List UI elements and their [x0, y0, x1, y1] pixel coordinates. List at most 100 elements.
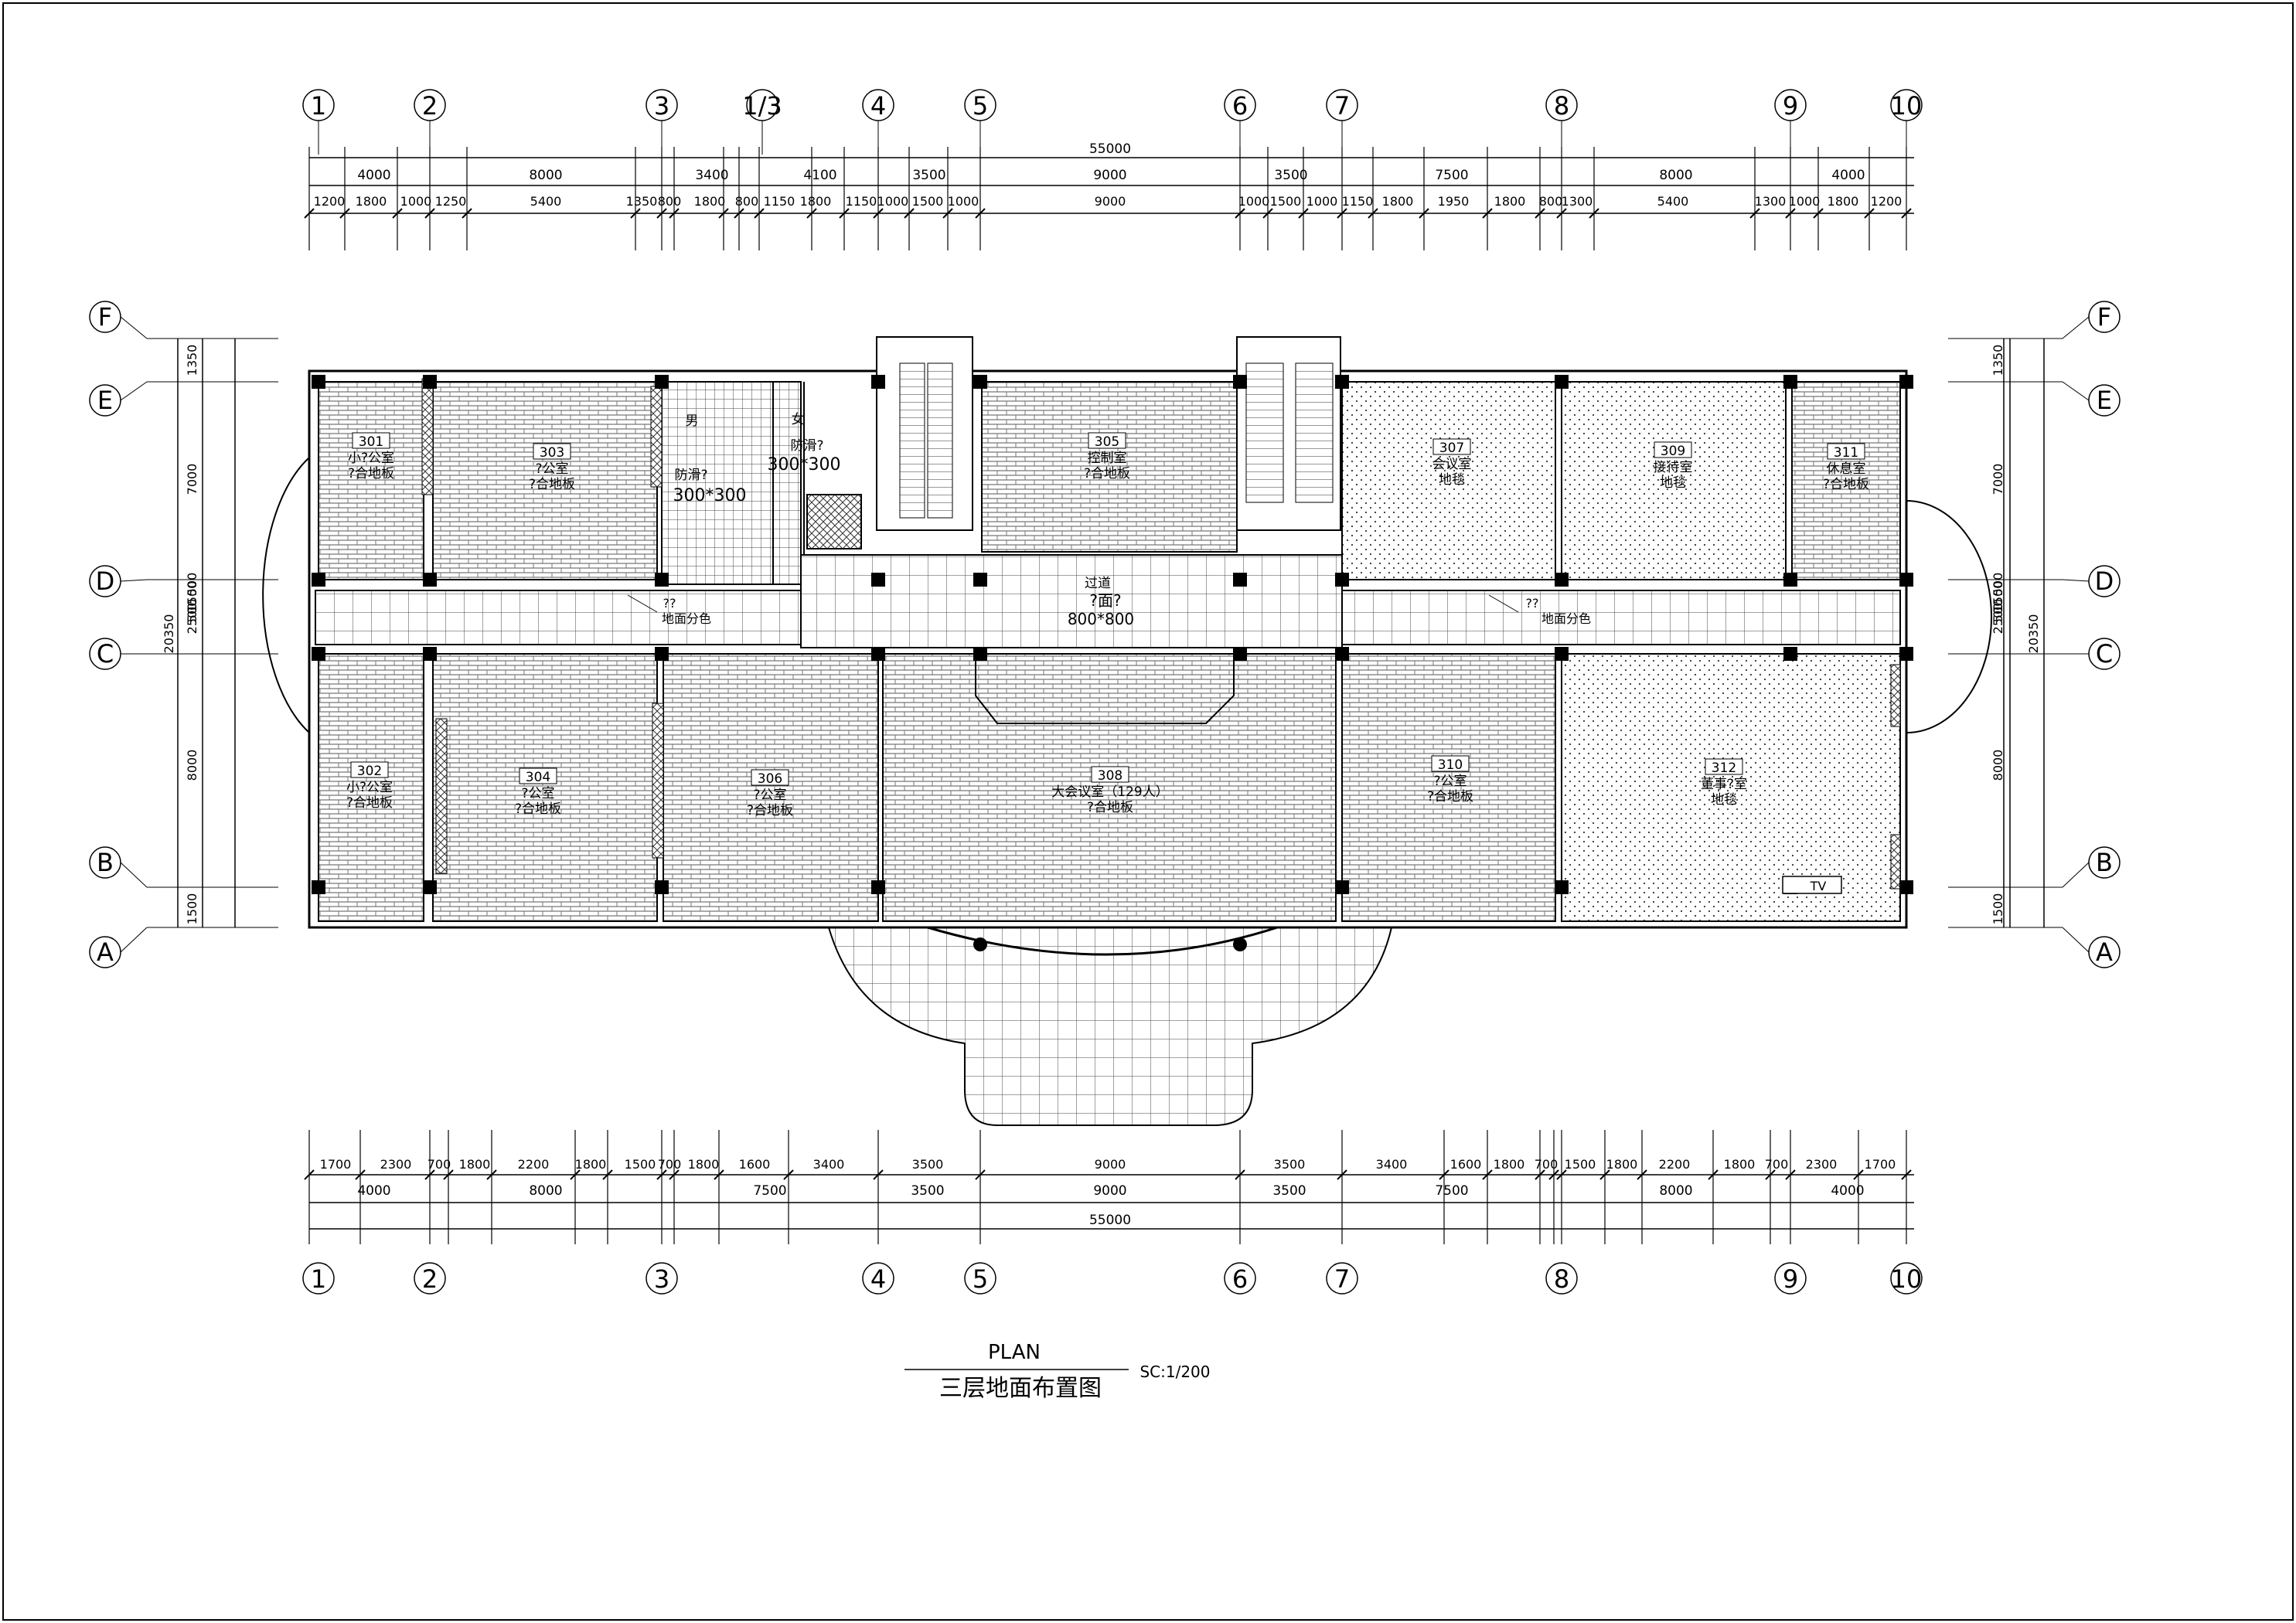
room-name: 小?公室	[346, 780, 393, 795]
axis-label-top: 8	[1554, 91, 1569, 121]
bottom-dim-tick-mark	[1785, 1169, 1796, 1180]
top-subdim-21: 1800	[1382, 194, 1414, 209]
toilet-male-label: 男	[686, 413, 699, 429]
bottom-dim-15: 3400	[1376, 1157, 1408, 1172]
top-subdim-23: 1800	[1494, 194, 1526, 209]
axis-label-left: B	[97, 848, 114, 877]
round-column	[973, 937, 987, 951]
room-name: ?公室	[521, 786, 554, 801]
toilet-male-tile: 300*300	[673, 486, 747, 505]
axis-bubble-bottom-5: 5	[964, 1262, 996, 1295]
right-side-dim-8: 1500	[1991, 893, 2005, 925]
top-subdim-5: 5400	[530, 194, 562, 209]
room-number: 312	[1712, 760, 1736, 776]
top-subdim-8: 1800	[694, 194, 726, 209]
top-dim-tick-mark	[1901, 208, 1912, 219]
room-floor: ?合地板	[1823, 477, 1869, 492]
axis-label-top: 4	[870, 91, 886, 121]
title-block: PLAN SC:1/200 三层地面布置图	[904, 1341, 1211, 1402]
corridor-name: 过道	[1085, 576, 1111, 591]
column	[1555, 573, 1569, 587]
left-side-dim-3: 500	[185, 573, 199, 597]
room-floor: ?合地板	[346, 795, 393, 811]
left-end-arc	[262, 457, 310, 733]
bottom-dim-tick-mark	[1439, 1169, 1449, 1180]
toilet-floor	[661, 381, 802, 585]
top-subdim-26: 5400	[1657, 194, 1689, 209]
left-side-dim-6: 2500	[185, 603, 199, 635]
bottom-dim-21: 2200	[1659, 1157, 1691, 1172]
axis-label-right: D	[2095, 567, 2114, 596]
bottom-dim-11: 3400	[813, 1157, 845, 1172]
right-end-arc	[1906, 500, 1992, 733]
room-number: 307	[1439, 441, 1464, 456]
right-side-dim-3: 500	[1991, 573, 2005, 597]
bottom-dim-tick-mark	[424, 1169, 435, 1180]
elevator-shaft	[806, 494, 862, 550]
axis-label-bottom: 7	[1334, 1264, 1350, 1294]
column	[973, 375, 987, 389]
bottom-dim-23: 700	[1765, 1157, 1789, 1172]
axis-bubble-top-0: 1	[302, 89, 335, 155]
room-name: 大会议室（129人）	[1051, 784, 1168, 800]
top-subdim-7: 800	[658, 194, 682, 209]
room-label-303: 303?公室?合地板	[529, 443, 575, 492]
column	[655, 375, 669, 389]
left-side-dim-5: 500	[185, 599, 199, 623]
top-dim-tick-mark	[1589, 208, 1599, 219]
bottom-dim-9: 1800	[688, 1157, 720, 1172]
top-subdim-13: 1000	[877, 194, 909, 209]
top-dim-tick-mark	[754, 208, 765, 219]
bottom-subdim-1: 4000	[357, 1183, 390, 1199]
top-dim-tick-mark	[1749, 208, 1760, 219]
top-subdim-18: 1500	[1270, 194, 1302, 209]
axis-bubble-left-C: C	[89, 638, 278, 670]
bottom-dim-tick-mark	[1637, 1169, 1647, 1180]
top-dim-tick-mark	[718, 208, 729, 219]
bottom-dim-8: 700	[658, 1157, 682, 1172]
axis-bubble-top-1: 2	[414, 89, 446, 155]
axis-bubble-top-5: 5	[964, 89, 996, 155]
bottom-dim-tick-mark	[1853, 1169, 1864, 1180]
bottom-dim-6: 1800	[575, 1157, 607, 1172]
axis-label-bottom: 2	[422, 1264, 438, 1294]
right-side-dim-4: 1500	[1991, 581, 2005, 613]
axis-bubble-left-B: B	[89, 846, 278, 888]
column	[312, 375, 325, 389]
left-side-dim-4: 1500	[185, 581, 199, 613]
axis-label-bottom: 1	[311, 1264, 326, 1294]
top-subdim-27: 1300	[1755, 194, 1787, 209]
column	[1899, 880, 1913, 894]
bottom-dim-16: 1600	[1450, 1157, 1482, 1172]
top-dim-tick-mark	[1482, 208, 1493, 219]
axis-label-top: 7	[1334, 91, 1350, 121]
room-floor: ?合地板	[348, 466, 394, 481]
top-dim-9: 8000	[1659, 168, 1692, 183]
top-dim-tick-mark	[1813, 208, 1824, 219]
toilet-female-floor-label: 防滑?	[790, 438, 823, 454]
bottom-dim-10: 1600	[739, 1157, 771, 1172]
top-subdim-19: 1000	[1306, 194, 1338, 209]
column	[1335, 573, 1349, 587]
room-308-floor	[882, 653, 1337, 922]
bottom-dim-20: 1800	[1606, 1157, 1638, 1172]
top-dim-tick-mark	[873, 208, 884, 219]
top-subdim-16: 9000	[1095, 194, 1126, 209]
bottom-dim-tick-mark	[656, 1169, 667, 1180]
bottom-dim-24: 2300	[1806, 1157, 1838, 1172]
top-dim-tick-mark	[806, 208, 817, 219]
bottom-dim-22: 1800	[1724, 1157, 1756, 1172]
room-label-306: 306?公室?合地板	[747, 769, 793, 818]
top-subdim-9: 800	[735, 194, 759, 209]
axis-bubble-top-2: 3	[646, 89, 678, 155]
top-dim-tick-mark	[1535, 208, 1545, 219]
bottom-dim-7: 1500	[625, 1157, 656, 1172]
bottom-subdim-8: 8000	[1659, 1183, 1692, 1199]
axis-bubble-bottom-2: 3	[646, 1262, 678, 1295]
bottom-dim-tick-mark	[1556, 1169, 1567, 1180]
